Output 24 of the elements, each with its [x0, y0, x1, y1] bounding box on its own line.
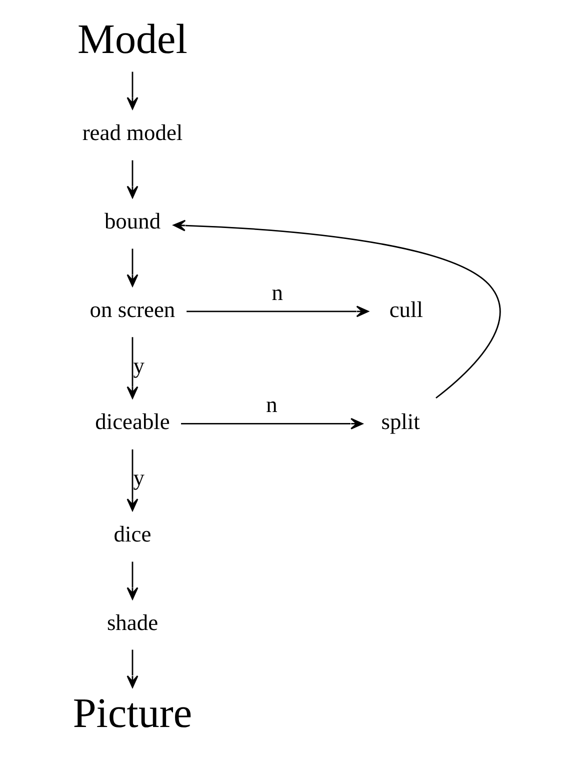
arrow — [126, 562, 138, 600]
node-text: bound — [104, 208, 161, 234]
arrow — [186, 306, 369, 318]
node-text: read model — [82, 120, 183, 145]
arrow — [126, 650, 138, 688]
node-text: on screen — [90, 296, 176, 322]
node-text: diceable — [95, 409, 170, 434]
node-text: dice — [114, 521, 152, 546]
node-text: Picture — [72, 690, 192, 737]
edge-label: n — [266, 392, 278, 418]
arrow — [126, 160, 138, 198]
arrow — [126, 248, 138, 287]
arrow — [126, 449, 138, 512]
arrow — [126, 337, 138, 399]
edge-label: y — [133, 352, 144, 378]
node-text: split — [381, 409, 420, 434]
arrow — [181, 418, 364, 430]
edge-label: y — [133, 465, 144, 490]
arrow — [173, 220, 501, 399]
node-text: cull — [389, 296, 424, 322]
arrow — [126, 72, 138, 110]
node-text: Model — [78, 16, 188, 64]
edge-label: n — [272, 280, 284, 305]
node-text: shade — [106, 610, 158, 635]
